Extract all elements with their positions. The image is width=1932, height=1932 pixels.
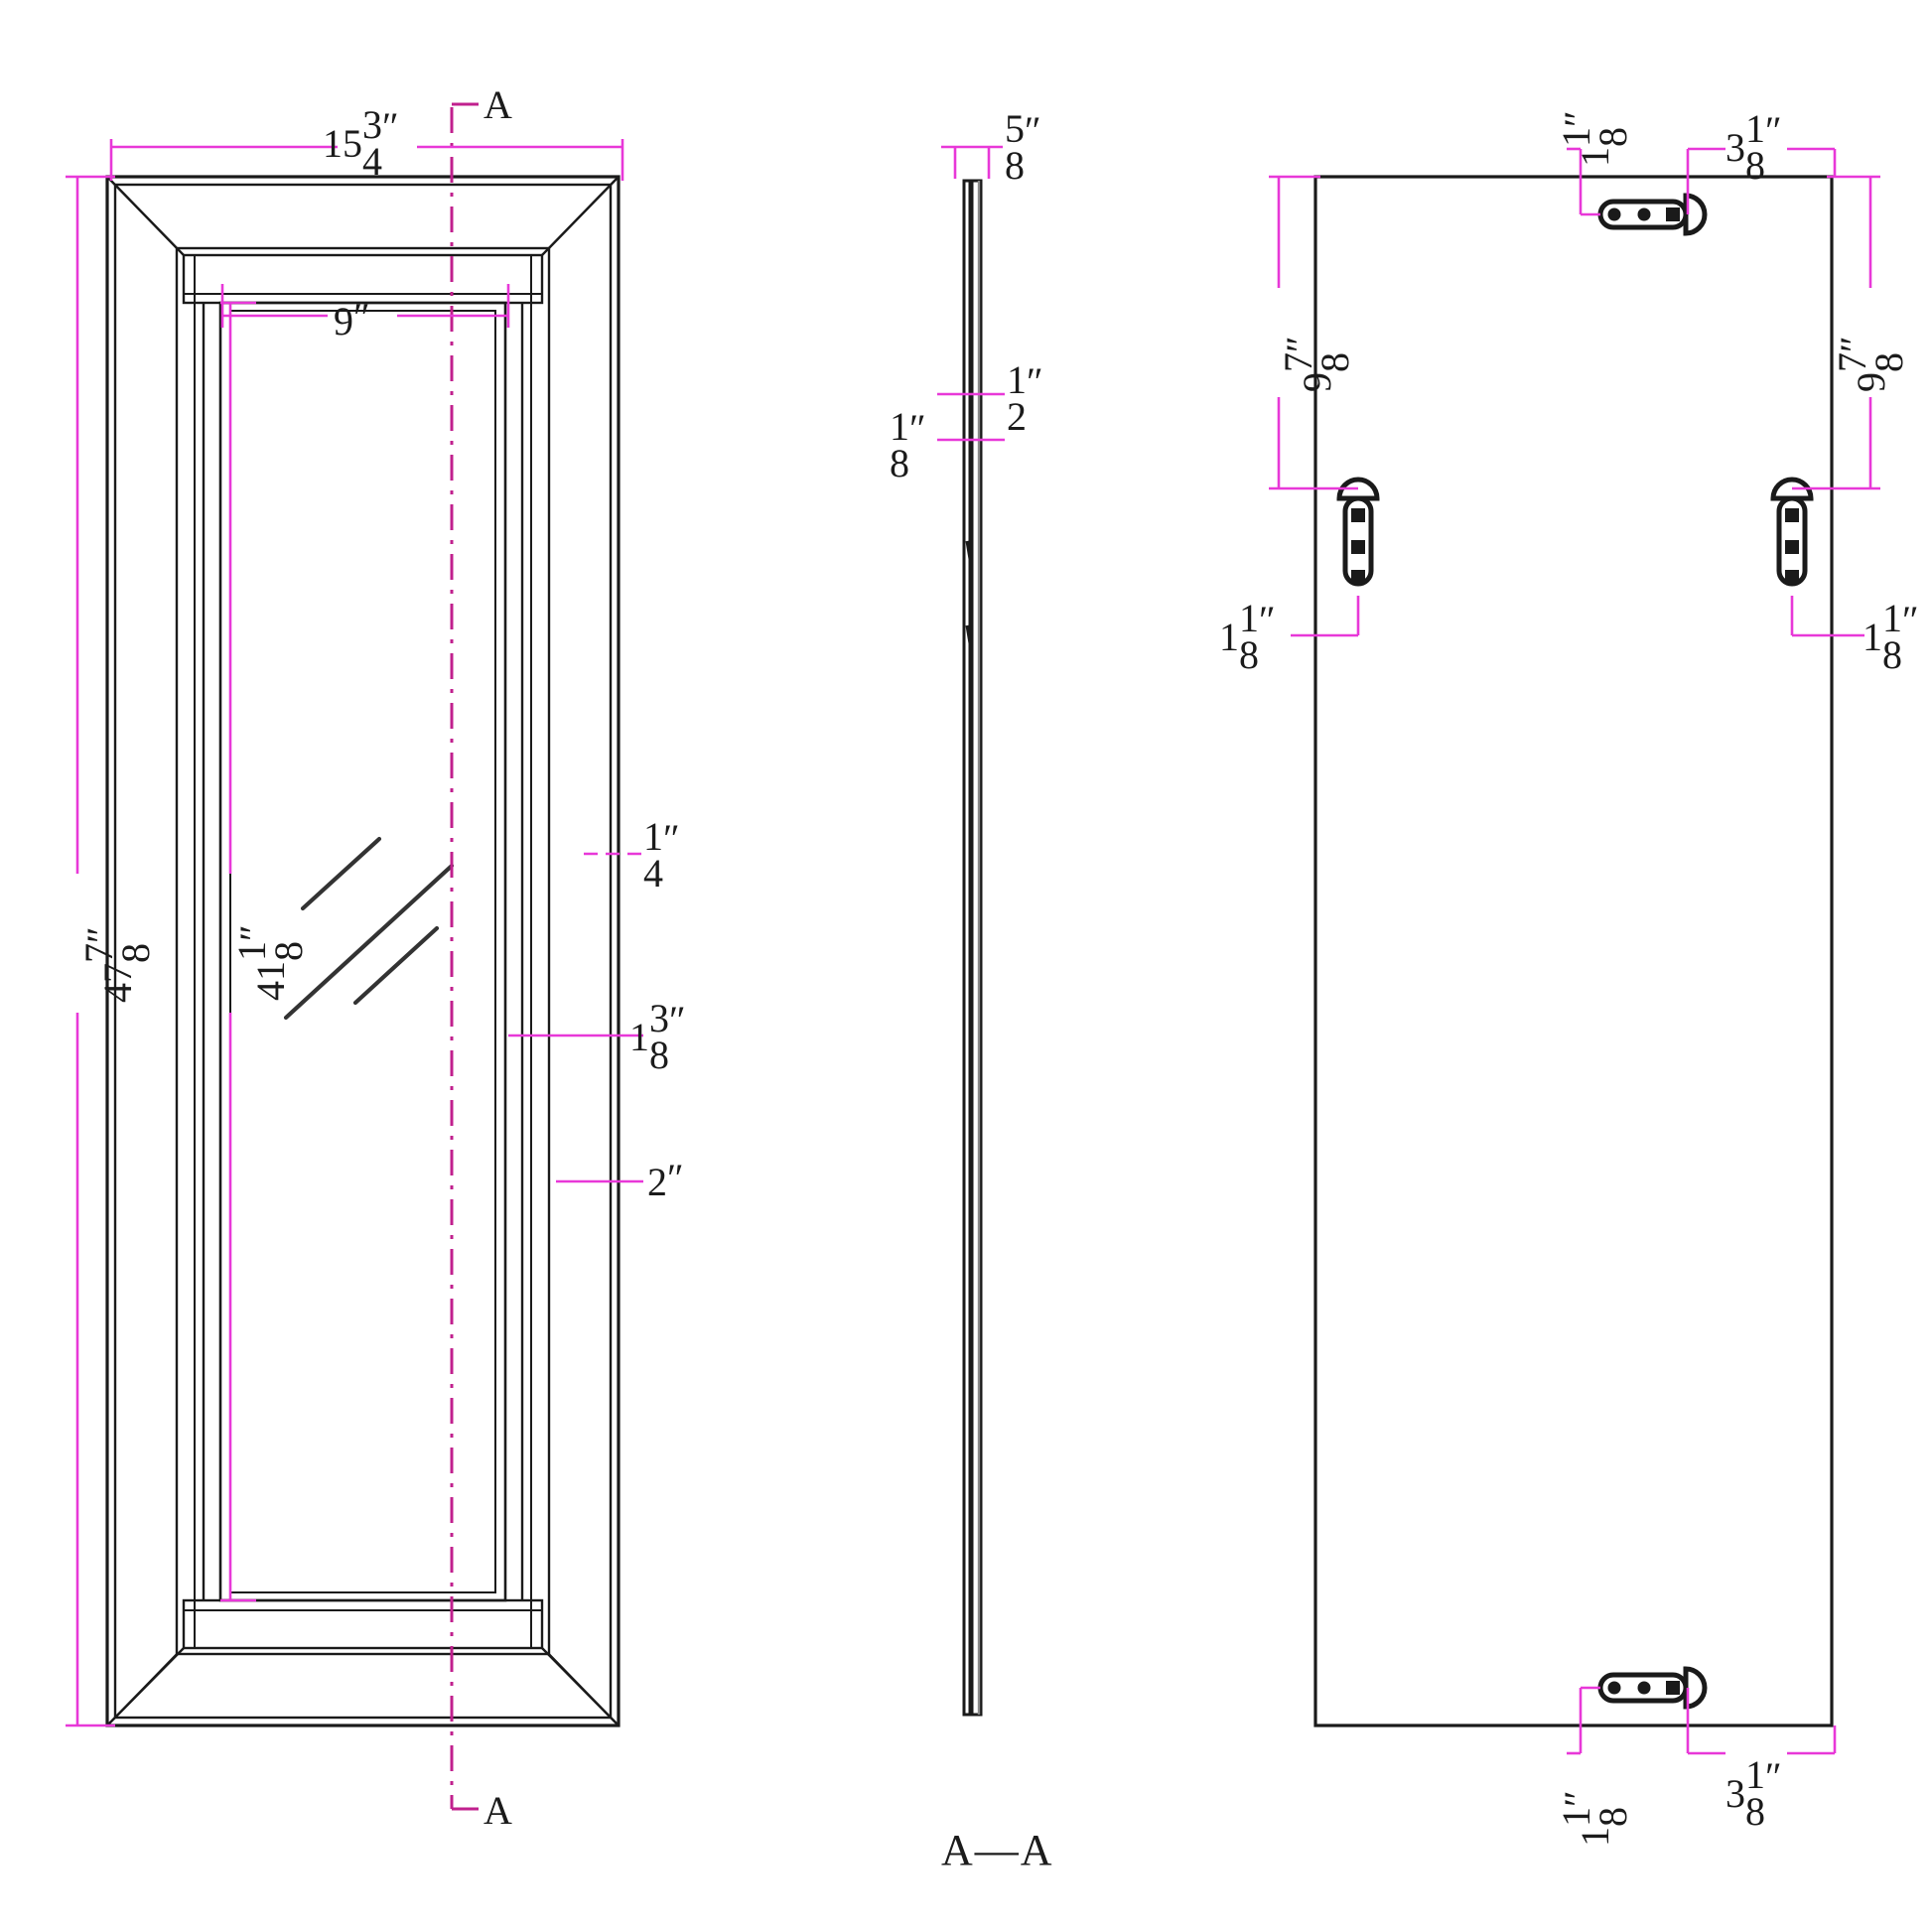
hanger-right-middle (1773, 480, 1811, 584)
section-view-dimension-lines (937, 145, 1005, 442)
dim-inner-width: 9″ (334, 295, 370, 344)
front-view-geometry (105, 175, 621, 1727)
front-view-dimension-lines (66, 139, 643, 1727)
back-view-dimension-lines (1269, 147, 1880, 1755)
section-view-geometry (962, 179, 983, 1717)
section-marker-bottom: A (483, 1788, 512, 1833)
section-marker-top: A (483, 82, 512, 127)
back-view-hardware (1339, 196, 1811, 1707)
back-view-geometry (1313, 175, 1834, 1727)
dim-outer-frame: 2″ (647, 1156, 684, 1204)
hanger-left-middle (1339, 480, 1377, 584)
section-view-label: A—A (941, 1826, 1054, 1874)
